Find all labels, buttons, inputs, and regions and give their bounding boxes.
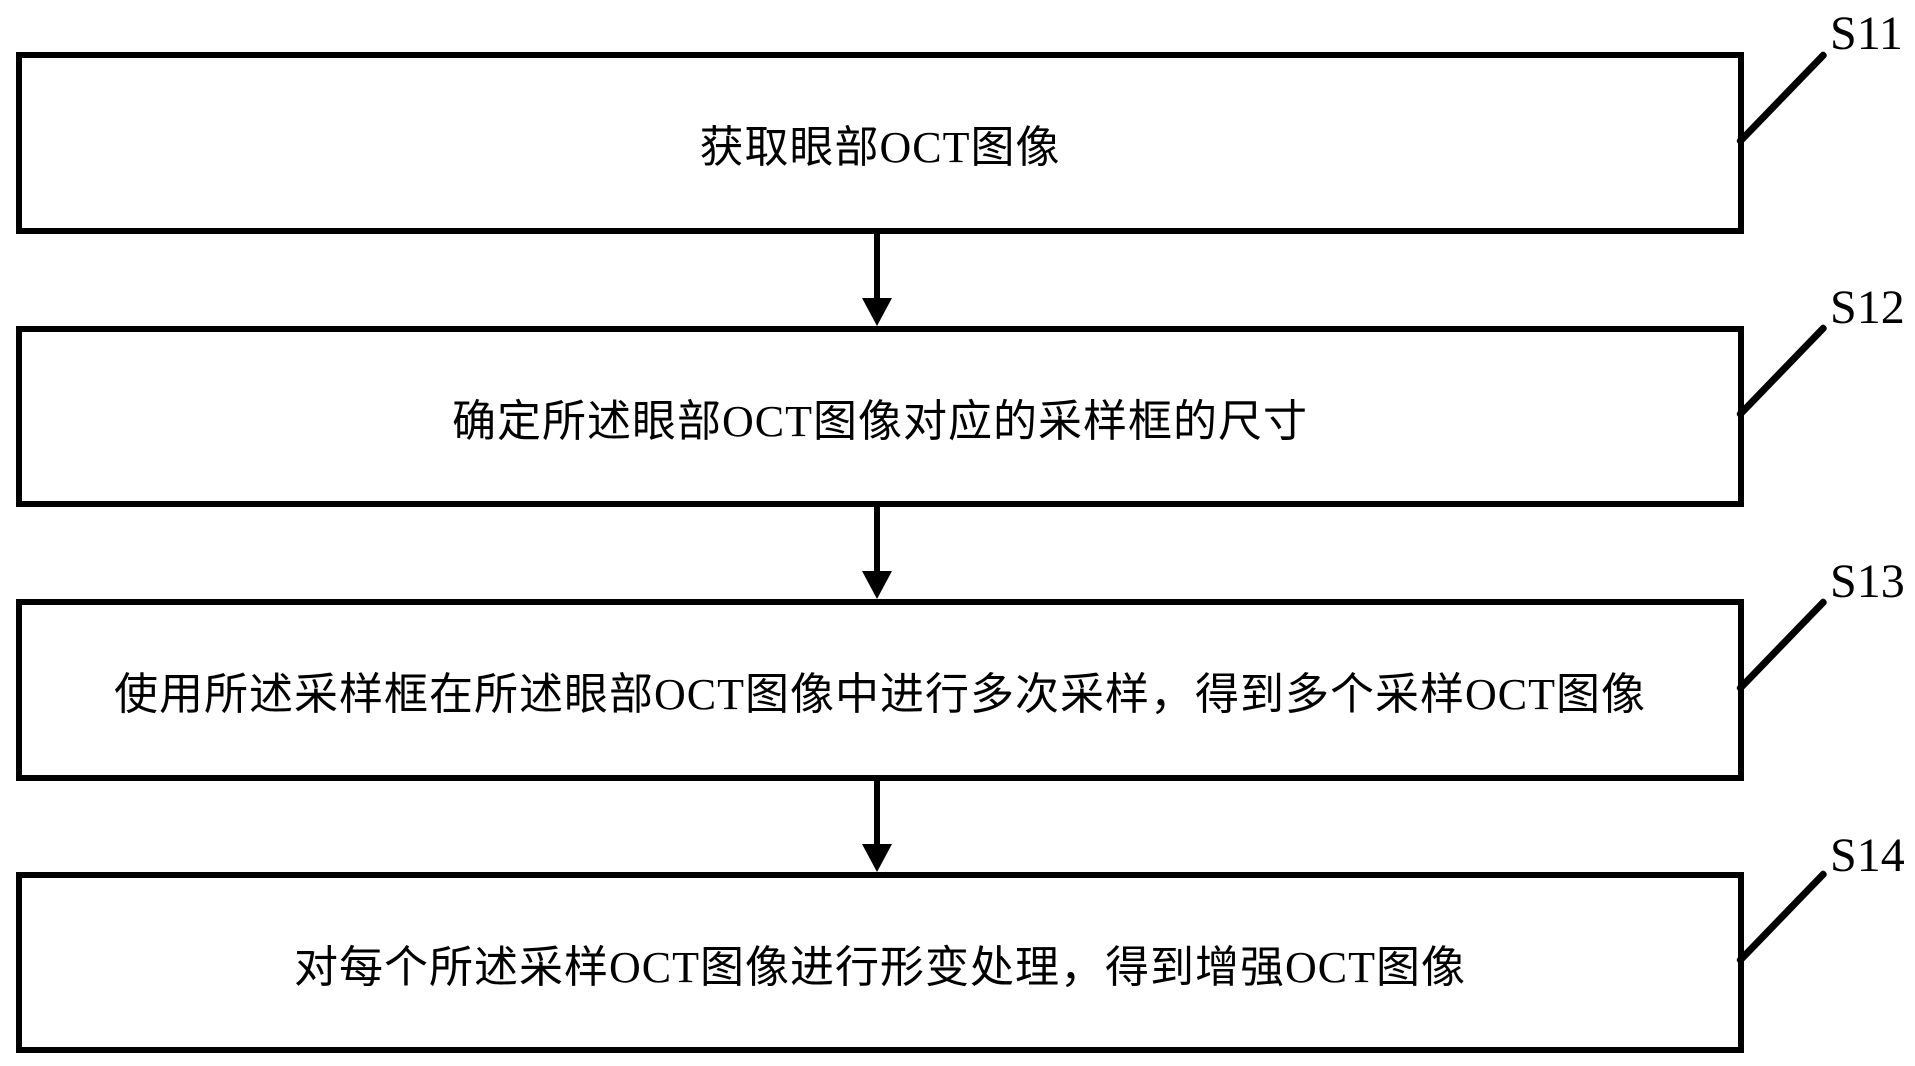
- flow-arrow-shaft-2: [874, 507, 880, 571]
- step-text-s12: 确定所述眼部OCT图像对应的采样框的尺寸: [452, 396, 1308, 446]
- flow-arrow-shaft-3: [874, 780, 880, 844]
- step-connector-line-s11: [1735, 50, 1829, 146]
- flow-arrow-head-1: [862, 298, 892, 326]
- step-label-s11: S11: [1830, 7, 1903, 60]
- step-text-s14: 对每个所述采样OCT图像进行形变处理，得到增强OCT图像: [294, 942, 1466, 992]
- step-connector-line-s14: [1735, 869, 1829, 965]
- step-box-s12: 确定所述眼部OCT图像对应的采样框的尺寸: [16, 326, 1744, 507]
- step-box-s13: 使用所述采样框在所述眼部OCT图像中进行多次采样，得到多个采样OCT图像: [16, 599, 1744, 781]
- step-label-s13: S13: [1830, 555, 1905, 608]
- step-label-s14: S14: [1830, 829, 1905, 882]
- step-connector-line-s13: [1735, 597, 1829, 693]
- flow-arrow-shaft-1: [874, 234, 880, 298]
- flow-arrow-head-2: [862, 571, 892, 599]
- step-connector-line-s12: [1735, 323, 1829, 419]
- step-box-s14: 对每个所述采样OCT图像进行形变处理，得到增强OCT图像: [16, 872, 1744, 1053]
- step-box-s11: 获取眼部OCT图像: [16, 52, 1744, 234]
- flow-arrow-head-3: [862, 844, 892, 872]
- step-text-s11: 获取眼部OCT图像: [699, 123, 1061, 172]
- step-text-s13: 使用所述采样框在所述眼部OCT图像中进行多次采样，得到多个采样OCT图像: [114, 670, 1646, 719]
- step-label-s12: S12: [1830, 281, 1905, 334]
